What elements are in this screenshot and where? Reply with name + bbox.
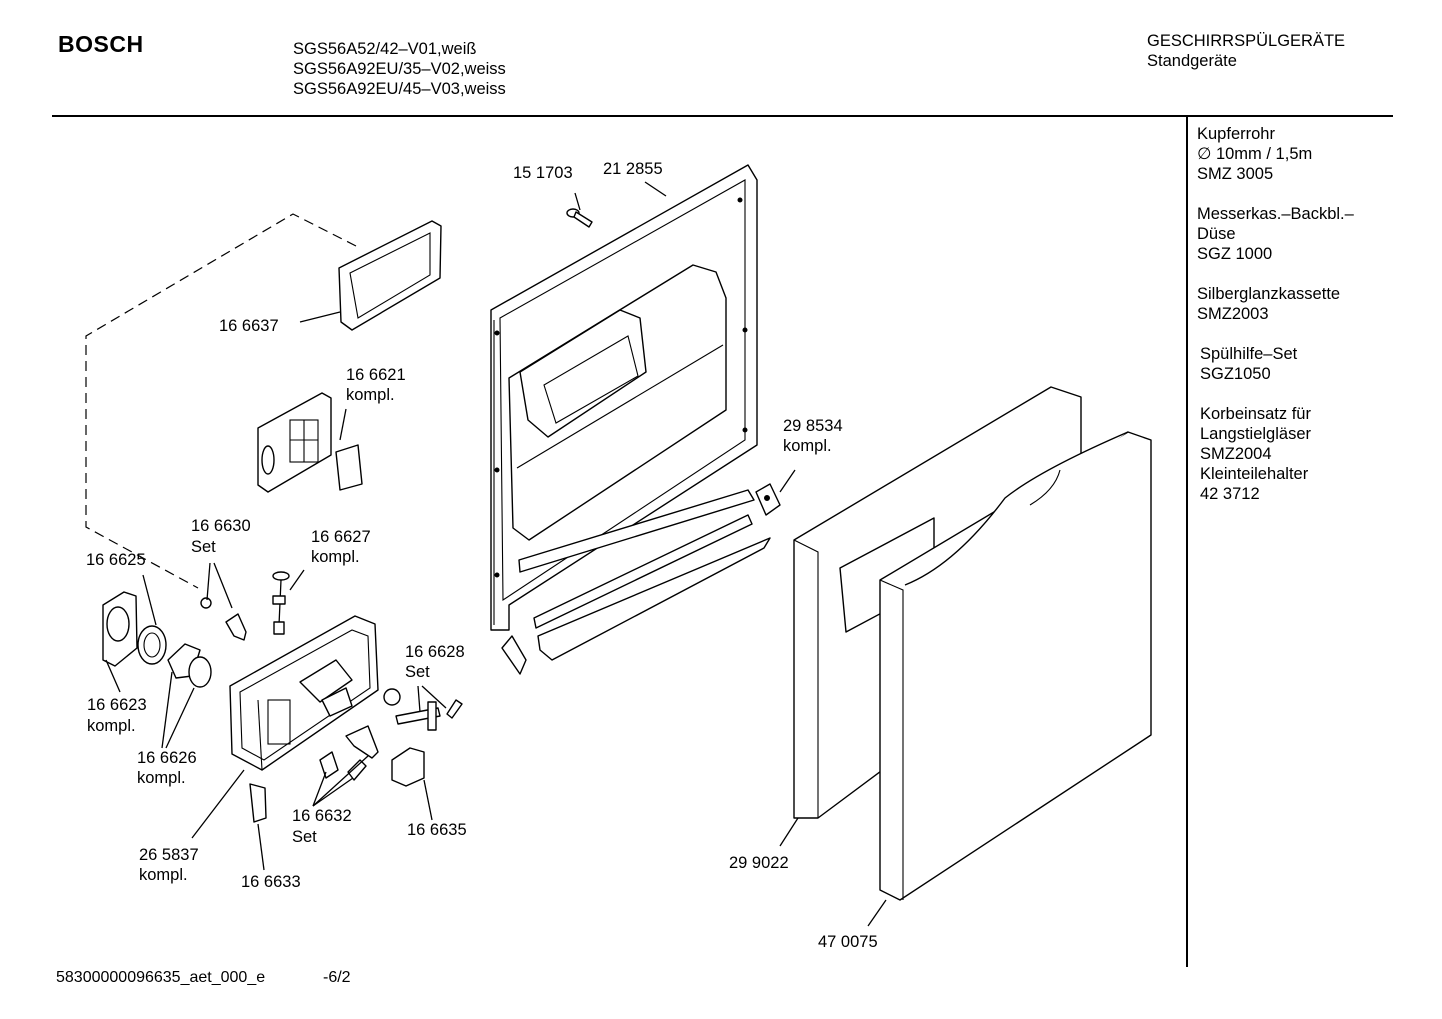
accessory-line: SGZ1050 [1200, 365, 1271, 383]
dispenser-cover-frame [338, 220, 442, 331]
category-title: GESCHIRRSPÜLGERÄTE [1147, 32, 1346, 50]
part-label-265837-note: kompl. [139, 866, 188, 884]
switch-part [391, 747, 425, 787]
part-label-166632: 16 6632 [292, 807, 352, 825]
accessory-line: 42 3712 [1200, 485, 1260, 503]
float-part [249, 783, 267, 823]
dispenser-body [229, 615, 379, 771]
part-label-166621: 16 6621 [346, 366, 406, 384]
part-label-166626-note: kompl. [137, 769, 186, 787]
door-seal-strip [501, 514, 771, 675]
part-label-166625: 16 6625 [86, 551, 146, 569]
part-label-166632-note: Set [292, 828, 317, 846]
part-label-470075: 47 0075 [818, 933, 878, 951]
dispenser-cap [102, 591, 167, 667]
sidebar-divider [1186, 116, 1188, 967]
accessory-line: SMZ2004 [1200, 445, 1272, 463]
category-block: GESCHIRRSPÜLGERÄTE Standgeräte [1147, 31, 1345, 71]
brand-logo: BOSCH [58, 31, 144, 57]
model-3: SGS56A92EU/45–V03,weiss [293, 80, 506, 98]
part-label-166630-note: Set [191, 538, 216, 556]
accessory-line: Silberglanzkassette [1197, 285, 1341, 303]
decor-panel [879, 431, 1152, 901]
accessory-line: Korbeinsatz für [1200, 405, 1311, 423]
part-label-298534: 29 8534 [783, 417, 843, 435]
accessories-list: Kupferrohr ∅ 10mm / 1,5m SMZ 3005 Messer… [1197, 124, 1354, 524]
accessory-line: SMZ2003 [1197, 305, 1269, 323]
accessory-silver-cassette: Silberglanzkassette SMZ2003 [1197, 284, 1354, 324]
valve-pin [272, 571, 290, 635]
accessory-line: SMZ 3005 [1197, 165, 1274, 183]
part-label-265837: 26 5837 [139, 846, 199, 864]
accessory-line: Messerkas.–Backbl.– [1197, 205, 1354, 223]
part-label-166630: 16 6630 [191, 517, 251, 535]
accessory-cutlery-nozzle: Messerkas.–Backbl.– Düse SGZ 1000 [1197, 204, 1354, 264]
spring-set [319, 725, 379, 781]
accessory-line: ∅ 10mm / 1,5m [1197, 145, 1313, 163]
accessory-line: Kleinteilehalter [1200, 465, 1309, 483]
part-label-166627-note: kompl. [311, 548, 360, 566]
part-label-166628-note: Set [405, 663, 430, 681]
accessory-line: Kupferrohr [1197, 125, 1275, 143]
part-label-166635: 16 6635 [407, 821, 467, 839]
part-label-166626: 16 6626 [137, 749, 197, 767]
hinge-bracket [755, 483, 781, 516]
model-2: SGS56A92EU/35–V02,weiss [293, 60, 506, 78]
part-label-212855: 21 2855 [603, 160, 663, 178]
part-label-151703: 15 1703 [513, 164, 573, 182]
accessory-rinse-set: Spülhilfe–Set SGZ1050 [1197, 344, 1354, 384]
page-number: -6/2 [323, 969, 351, 986]
nozzle-part [167, 643, 212, 688]
assembly-guide-line [85, 213, 357, 589]
part-label-166627: 16 6627 [311, 528, 371, 546]
part-label-166637: 16 6637 [219, 317, 279, 335]
dispenser-insert [257, 392, 363, 493]
accessory-copper-pipe: Kupferrohr ∅ 10mm / 1,5m SMZ 3005 [1197, 124, 1354, 184]
accessory-glass-insert: Korbeinsatz für Langstielgläser SMZ2004 … [1197, 404, 1354, 504]
part-label-298534-note: kompl. [783, 437, 832, 455]
part-label-166623-note: kompl. [87, 717, 136, 735]
part-label-166621-note: kompl. [346, 386, 395, 404]
part-label-166623: 16 6623 [87, 696, 147, 714]
document-code: 58300000096635_aet_000_e [56, 969, 266, 986]
lever-set [383, 688, 463, 731]
part-labels: 15 1703 21 2855 16 6637 16 6621 kompl. 2… [86, 160, 878, 951]
part-label-166628: 16 6628 [405, 643, 465, 661]
model-1: SGS56A52/42–V01,weiß [293, 40, 477, 58]
clip-set [200, 597, 247, 641]
accessory-line: Langstielgläser [1200, 425, 1311, 443]
accessory-line: Spülhilfe–Set [1200, 345, 1298, 363]
part-label-299022: 29 9022 [729, 854, 789, 872]
accessory-line: Düse [1197, 225, 1236, 243]
inner-door-panel [490, 164, 758, 631]
part-label-166633: 16 6633 [241, 873, 301, 891]
model-list: SGS56A52/42–V01,weiß SGS56A92EU/35–V02,w… [293, 39, 506, 99]
accessory-line: SGZ 1000 [1197, 245, 1273, 263]
screw-part [566, 208, 593, 228]
category-subtitle: Standgeräte [1147, 52, 1237, 70]
leader-lines [105, 181, 887, 927]
header-divider [52, 115, 1393, 117]
